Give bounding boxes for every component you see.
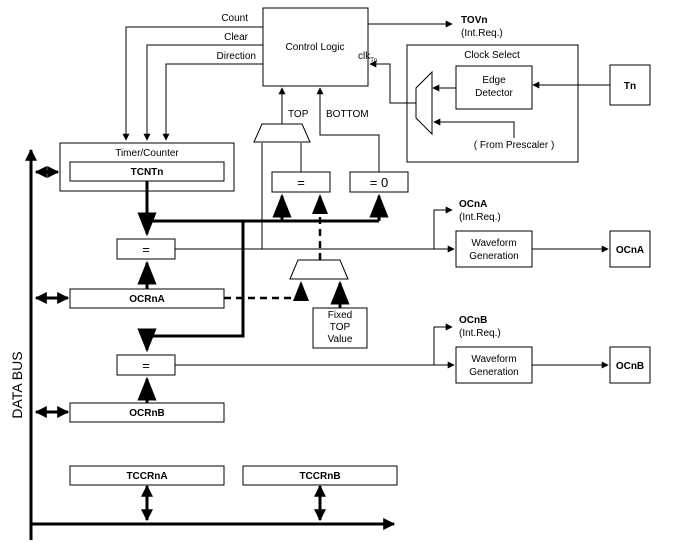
fixed-top-label-3: Value	[328, 334, 353, 345]
bottom-signal	[316, 87, 380, 172]
clear-signal	[143, 44, 263, 141]
direction-label: Direction	[217, 51, 256, 62]
tccrna-label: TCCRnA	[126, 471, 167, 482]
clock-mux	[415, 70, 433, 136]
waveform-a-label-2: Generation	[469, 251, 518, 262]
ocna-int-label: (Int.Req.)	[459, 212, 501, 223]
clk-signal	[369, 60, 416, 104]
waveform-b-label-1: Waveform	[471, 354, 516, 365]
control-logic-label: Control Logic	[286, 42, 345, 53]
ocna-flag-signal	[433, 206, 453, 249]
top-mux	[253, 123, 311, 143]
ocnb-flag-signal	[433, 323, 453, 365]
waveform-generation-b	[455, 346, 533, 384]
count-signal	[122, 26, 263, 141]
waveform-a-label-1: Waveform	[471, 238, 516, 249]
bottom-label: BOTTOM	[326, 109, 369, 120]
clk-label: clkTn	[358, 51, 377, 64]
ocna-pin-block	[609, 230, 651, 268]
ocna-out-label: OCnA	[616, 245, 644, 256]
direction-signal	[162, 63, 263, 141]
tccrna-register	[69, 465, 225, 486]
edge-detector-label-2: Detector	[475, 88, 513, 99]
ocrb-comparator-label: =	[142, 358, 150, 373]
bottom-comparator	[349, 171, 409, 193]
ocna-flag-label: OCnA	[459, 199, 487, 210]
counter-to-ocrb-comparator	[137, 221, 245, 353]
ocra-comparator-label: =	[142, 242, 150, 257]
clock-select-label: Clock Select	[464, 50, 520, 61]
top-comparator-label: =	[297, 175, 305, 190]
ocnb-out-label: OCnB	[616, 361, 644, 372]
fixed-top-label-2: TOP	[330, 322, 351, 333]
tn-pin-block	[609, 64, 651, 106]
bottom-comparator-label: = 0	[370, 175, 388, 190]
count-label: Count	[221, 13, 248, 24]
tovn-label: TOVn	[461, 15, 487, 26]
tccrnb-register	[242, 465, 398, 486]
waveform-generation-a	[455, 230, 533, 268]
prescaler-to-mux	[433, 118, 515, 138]
clear-label: Clear	[224, 32, 249, 43]
top-value-mux	[289, 259, 349, 280]
waveform-b-label-2: Generation	[469, 367, 518, 378]
ocrnb-label: OCRnB	[129, 408, 165, 419]
ocnb-pin-block	[609, 346, 651, 384]
top-label: TOP	[288, 109, 309, 120]
edge-detector-label-1: Edge	[482, 75, 506, 86]
tcntn-label: TCNTn	[131, 167, 164, 178]
fixed-top-label-1: Fixed	[328, 310, 352, 321]
ocnb-flag-label: OCnB	[459, 315, 487, 326]
data-bus-label: DATA BUS	[9, 351, 25, 418]
tccrnb-label: TCCRnB	[299, 471, 340, 482]
fixed-top-value-block	[312, 307, 368, 349]
from-prescaler-label: ( From Prescaler )	[474, 140, 555, 151]
control-logic-block	[262, 7, 369, 87]
tovn-int-label: (Int.Req.)	[461, 28, 503, 39]
tn-label: Tn	[624, 81, 636, 92]
timer-counter-label: Timer/Counter	[115, 148, 179, 159]
ocrna-label: OCRnA	[129, 294, 165, 305]
ocrna-to-top-select	[224, 281, 309, 301]
ocnb-int-label: (Int.Req.)	[459, 328, 501, 339]
